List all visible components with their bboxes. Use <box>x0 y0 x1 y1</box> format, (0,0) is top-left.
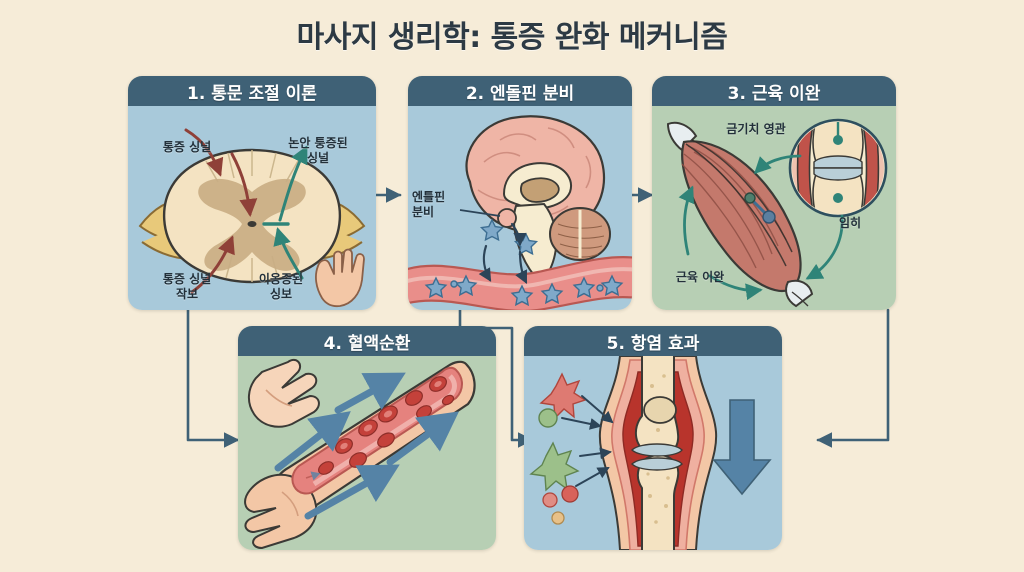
thalamus <box>520 177 560 203</box>
inhibited-signal-arrow <box>278 145 308 222</box>
reduction-down-arrow <box>712 399 772 496</box>
flow-arrow-1 <box>274 411 351 472</box>
endorphin-leader-line <box>459 209 501 217</box>
panel-2-body: 엔틀핀 분비 <box>408 106 632 310</box>
muscle-belly <box>681 140 802 293</box>
label-inhibition: 임히 <box>838 216 862 230</box>
panel-muscle-relaxation[interactable]: 3. 근육 이완 <box>652 76 896 310</box>
patella <box>643 396 677 424</box>
panel-3-header: 3. 근육 이완 <box>652 76 896 106</box>
arrow-panel1-to-panel4 <box>186 308 240 448</box>
flow-arrow-2 <box>334 372 406 414</box>
joint-inset <box>788 118 888 218</box>
hand-lower-icon <box>244 473 318 550</box>
label-pain-signal-in: 통증 싱널 <box>162 140 212 154</box>
flow-arrow-3 <box>304 464 400 520</box>
flow-arrow-4 <box>386 411 460 466</box>
pain-arrow-descending <box>230 152 258 217</box>
cartilage-lower <box>631 457 683 471</box>
panel-blood-circulation[interactable]: 4. 혈액순환 <box>238 326 496 550</box>
arrow-relax-up <box>678 185 694 256</box>
panel-anti-inflammatory-effect[interactable]: 5. 항염 효과 <box>524 326 782 550</box>
panel-4-header: 4. 혈액순환 <box>238 326 496 356</box>
panel-gate-control-theory[interactable]: 1. 통문 조절 이론 <box>128 76 376 310</box>
inflamed-joint-illustration <box>529 356 772 550</box>
pituitary-gland <box>497 208 517 228</box>
pain-arrow-lower <box>190 235 235 294</box>
label-pain-signal-source: 통증 싱널 작보 <box>162 272 212 301</box>
panel-2-header: 2. 엔돌핀 분비 <box>408 76 632 106</box>
immune-cells <box>529 372 587 525</box>
touch-signal-arrow <box>273 227 304 280</box>
panel-4-body <box>238 356 496 550</box>
label-touch-signal: 이옹증된 싱보 <box>258 272 304 301</box>
brain-sagittal-with-bloodstream-illustration <box>408 115 632 310</box>
arrow-inhibition-down <box>805 214 844 280</box>
panel-1-header: 1. 통문 조절 이론 <box>128 76 376 106</box>
panel-5-header: 5. 항염 효과 <box>524 326 782 356</box>
label-joint-inset: 금기치 영관 <box>726 122 786 136</box>
forearm-vessel-illustration <box>244 358 476 550</box>
label-muscle-relaxation: 근육 이완 <box>675 270 725 284</box>
pain-arrow-upper <box>184 128 224 177</box>
arrow-relax-down <box>708 274 763 301</box>
label-blocked-pain-signal: 논안 퉁증된 싱널 <box>288 136 348 165</box>
panel-3-body: 금기치 영관 임히 근육 이완 <box>652 106 896 310</box>
tendon-lower <box>785 279 814 308</box>
arrow-panel3-to-panel5 <box>816 308 890 448</box>
panel-endorphin-release[interactable]: 2. 엔돌핀 분비 <box>408 76 632 310</box>
cerebellum <box>549 207 611 261</box>
cartilage-upper <box>631 443 683 457</box>
central-canal <box>247 221 257 227</box>
arrow-joint-to-muscle <box>754 154 802 174</box>
endorphin-molecules <box>424 218 624 307</box>
panel-5-body <box>524 356 782 550</box>
page-title: 마사지 생리학: 통증 완화 메커니즘 <box>296 20 728 55</box>
muscle-belly-with-joint-inset-illustration <box>666 118 888 308</box>
hand-upper-icon <box>248 358 320 428</box>
hand-icon <box>315 248 365 308</box>
spinal-cord-cross-section-illustration <box>138 128 366 308</box>
panel-1-body: 통증 싱널 논안 퉁증된 싱널 통증 싱널 작보 이옹증된 싱보 <box>128 106 376 310</box>
muscle-spindle <box>744 192 776 224</box>
label-endorphin-secretion: 엔틀핀 분비 <box>412 190 446 219</box>
